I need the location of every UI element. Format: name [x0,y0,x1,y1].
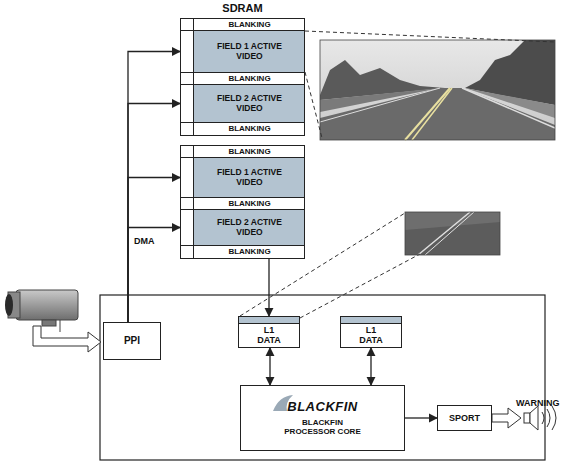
l1-memory-box: L1 DATA [238,316,300,348]
l1-memory-box: L1 DATA [340,316,402,348]
core-label: BLACKFIN PROCESSOR CORE [277,418,369,436]
row-label: BLANKING [228,247,270,256]
field-row: FIELD 2 ACTIVE VIDEO [180,84,305,123]
row-label: FIELD 2 ACTIVE VIDEO [214,218,286,238]
video-input-arrow [33,326,101,352]
data-connector [128,178,180,323]
processor-core-box: BLACKFIN BLACKFIN PROCESSOR CORE [240,385,405,451]
output-arrow [492,408,521,428]
memory-label: L1 DATA [254,325,284,346]
row-label: BLANKING [228,74,270,83]
zoom-line [305,31,555,42]
bus-label: DMA [134,236,155,246]
row-label: BLANKING [228,124,270,133]
field-row: FIELD 1 ACTIVE VIDEO [180,30,305,73]
sdram-stack: SDRAMBLANKINGFIELD 1 ACTIVE VIDEOBLANKIN… [180,18,305,258]
blanking-row: BLANKING [180,122,305,136]
field-row: FIELD 1 ACTIVE VIDEO [180,157,305,198]
row-label: BLANKING [228,147,270,156]
memory-label: L1 DATA [356,325,386,346]
data-connector [128,104,180,323]
data-connector [370,348,371,385]
data-connector [269,348,270,385]
speaker-icon [524,406,556,430]
ppi-box: PPI [103,322,161,360]
field-row: FIELD 2 ACTIVE VIDEO [180,209,305,246]
data-connector [268,258,269,316]
data-connector [128,228,180,323]
row-label: FIELD 2 ACTIVE VIDEO [214,94,286,114]
row-label: FIELD 1 ACTIVE VIDEO [214,42,286,62]
warning-label: WARNING [516,398,560,408]
zoom-line [305,72,322,138]
brand-logo: BLACKFIN [287,400,357,415]
port-label: PPI [124,335,140,347]
sport-box: SPORT [437,405,492,431]
road-crop [405,212,500,255]
road-photo [320,40,555,140]
blanking-row: BLANKING [180,245,305,259]
processor-housing [100,295,545,460]
memory-heading: SDRAM [180,2,305,15]
data-connector [128,52,180,323]
row-label: BLANKING [228,20,270,29]
data-connector [405,417,437,418]
row-label: BLANKING [228,199,270,208]
zoom-line [300,254,420,318]
port-label: SPORT [449,413,480,423]
row-label: FIELD 1 ACTIVE VIDEO [214,168,286,188]
